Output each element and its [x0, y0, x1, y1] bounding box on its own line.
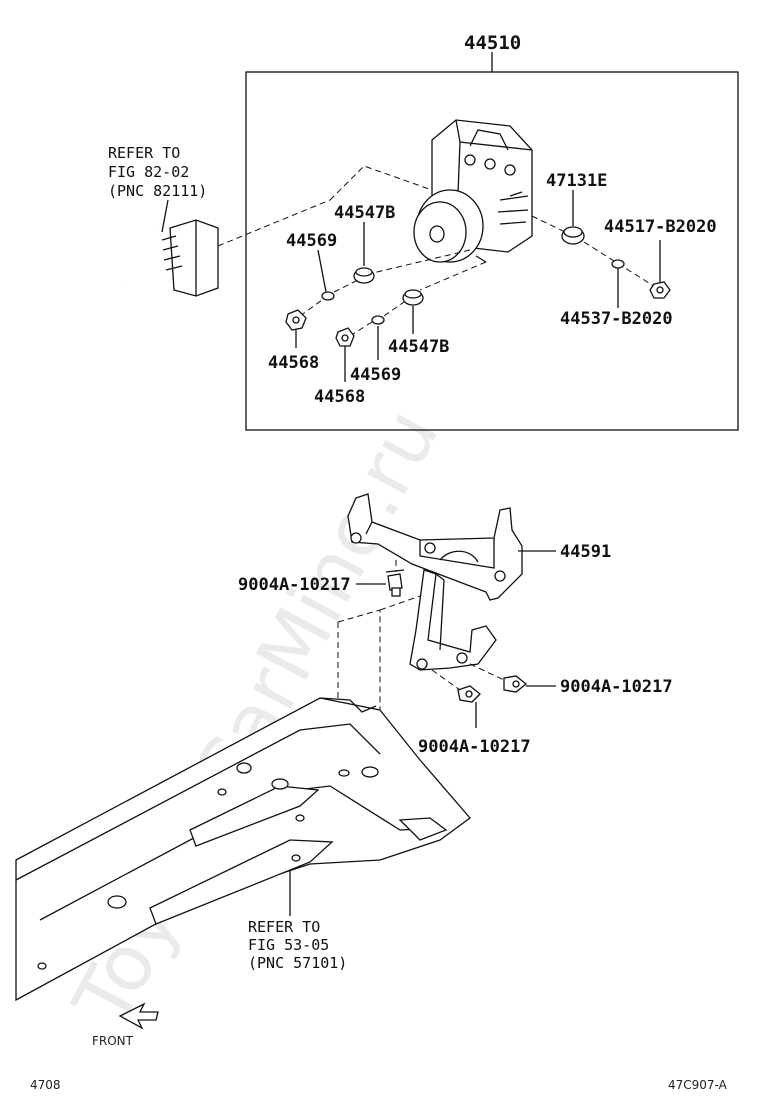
callout-44537-b2020[interactable]: 44537-B2020 — [560, 309, 673, 329]
callout-47131e[interactable]: 47131E — [546, 171, 607, 191]
ref-fig-53-line2: FIG 53-05 — [248, 936, 329, 954]
page-code: 4708 — [30, 1078, 61, 1092]
callout-bolt-right[interactable]: 9004A-10217 — [560, 677, 673, 697]
washer-44569-bottom — [371, 315, 385, 325]
callout-44547b-bottom[interactable]: 44547B — [388, 337, 449, 357]
callout-bolt-bottom[interactable]: 9004A-10217 — [418, 737, 531, 757]
callout-bolt-left[interactable]: 9004A-10217 — [238, 575, 351, 595]
nut-44517-b2020 — [649, 281, 671, 299]
frame-member — [15, 697, 471, 1002]
callout-44569-bottom[interactable]: 44569 — [350, 365, 401, 385]
nut-44568-bottom — [335, 327, 355, 347]
callout-44547b-top[interactable]: 44547B — [334, 203, 395, 223]
figure-code: 47C907-A — [668, 1078, 728, 1092]
ref-fig-53-line1: REFER TO — [248, 918, 320, 936]
bolt-left — [385, 569, 405, 597]
ref-fig-82-line1: REFER TO — [108, 144, 180, 162]
washer-44569-top — [321, 291, 335, 301]
callout-44568-bottom[interactable]: 44568 — [314, 387, 365, 407]
harness-connector — [122, 199, 331, 297]
callout-44568-left[interactable]: 44568 — [268, 353, 319, 373]
callout-44517-b2020[interactable]: 44517-B2020 — [604, 217, 717, 237]
front-arrow-icon — [118, 1002, 159, 1030]
bracket-44591 — [347, 493, 523, 671]
callout-44510[interactable]: 44510 — [464, 32, 521, 54]
abs-actuator — [413, 119, 533, 263]
ref-fig-82-line3: (PNC 82111) — [108, 182, 207, 200]
nut-44568-left — [285, 309, 307, 331]
ref-fig-82-line2: FIG 82-02 — [108, 163, 189, 181]
grommet-44547b-top — [353, 267, 375, 284]
front-label: FRONT — [92, 1034, 134, 1048]
callout-44591[interactable]: 44591 — [560, 542, 611, 562]
washer-44537-b2020 — [611, 259, 625, 269]
grommet-44547b-bottom — [402, 289, 424, 306]
ref-fig-53-line3: (PNC 57101) — [248, 954, 347, 972]
callout-44569-top[interactable]: 44569 — [286, 231, 337, 251]
bolt-right — [503, 675, 528, 693]
grommet-47131e — [561, 226, 585, 245]
bolt-bottom — [457, 685, 481, 703]
